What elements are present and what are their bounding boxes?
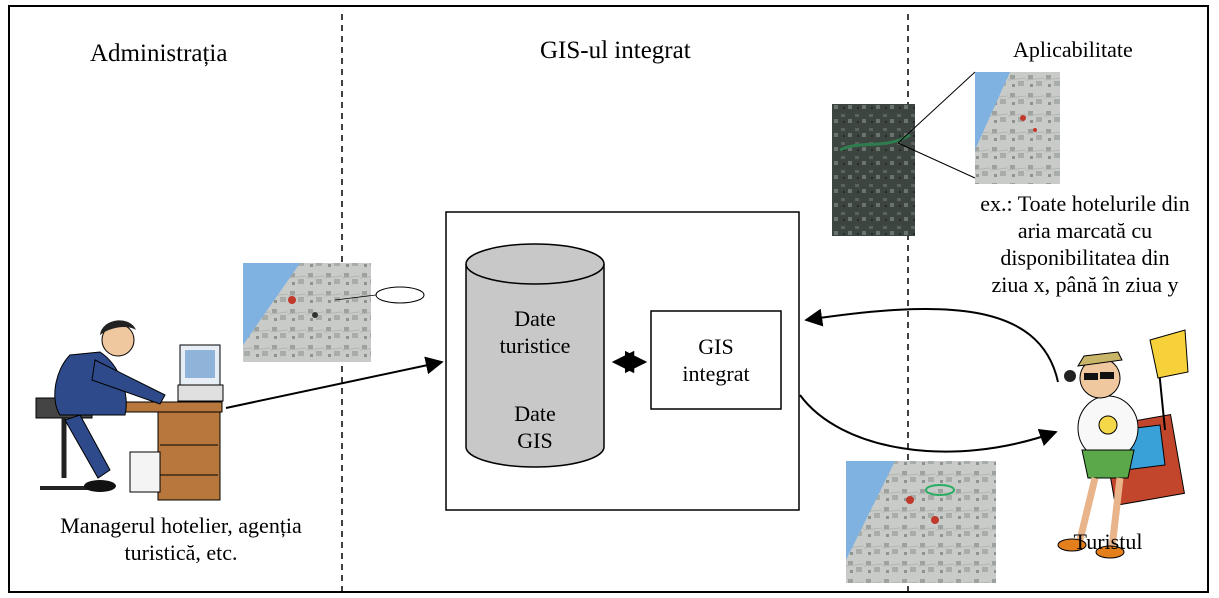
tourist-label: Turistul [1073,529,1143,554]
database-line-1: Date [514,306,556,331]
gis-line-2: integrat [682,361,750,386]
diagram-frame [8,5,1209,593]
manager-to-system-arrow [225,356,444,409]
gis-integrat-box [650,310,782,410]
column-title-integrated-gis: GIS-ul integrat [540,37,691,64]
manager-label: Managerul hotelier, agenția turistică, e… [22,512,340,566]
satellite-thumbnail [832,71,976,236]
database-line-2: turistice [499,333,571,358]
gis-line-1: GIS [698,334,734,359]
gis-integrat-label: GIS integrat [651,333,781,387]
example-query-text: ex.: Toate hotelurile din aria marcată c… [958,190,1212,298]
manager-line-1: Managerul hotelier, agenția [60,513,302,538]
example-line-3: disponibilitatea din [1000,245,1170,270]
result-to-tourist-arrow [799,394,1058,453]
example-line-1: ex.: Toate hotelurile din [980,191,1190,216]
tourist-query-arrow [804,307,1059,383]
database-label-gis: Date GIS [466,400,604,454]
column-title-administration: Administrația [90,40,228,67]
database-cylinder [465,243,605,468]
result-map-thumbnail [846,461,996,583]
office-worker-icon [35,320,224,501]
example-line-2: aria marcată cu [1017,218,1153,243]
database-label: Date turistice [466,305,604,359]
database-line-4: GIS [517,428,553,453]
zoomed-map-thumbnail [975,72,1060,184]
map-thumbnail [243,263,425,362]
column-title-applicability: Aplicabilitate [1013,37,1133,62]
manager-line-2: turistică, etc. [124,540,238,565]
database-line-3: Date [514,401,556,426]
tourist-icon [1057,329,1189,559]
example-line-4: ziua x, până în ziua y [991,272,1179,297]
